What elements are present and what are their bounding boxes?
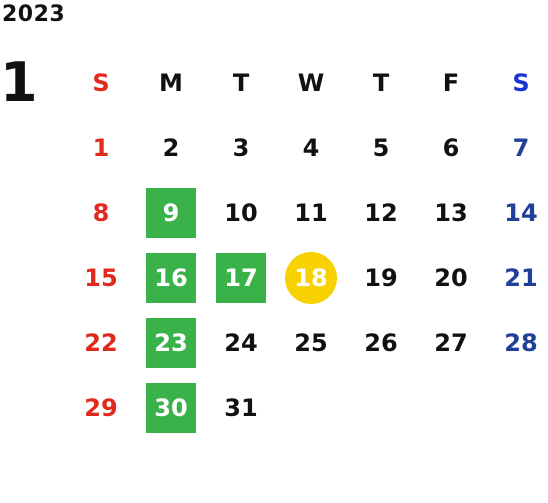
day-cell[interactable]: 28 [486,310,548,375]
day-cell[interactable]: 14 [486,180,548,245]
day-number: 19 [364,263,398,292]
day-number: 12 [364,198,398,227]
day-number: 20 [434,263,468,292]
empty-cell [416,375,486,440]
day-number: 16 [154,263,188,292]
day-cell-highlighted[interactable]: 16 [136,245,206,310]
day-cell[interactable]: 5 [346,115,416,180]
weekday-tuesday: T [232,68,250,97]
day-number: 13 [434,198,468,227]
day-cell-highlighted[interactable]: 9 [136,180,206,245]
weekday-wednesday: W [297,68,325,97]
weekday-sunday: S [92,68,110,97]
day-number: 30 [154,393,188,422]
weekday-friday: F [442,68,460,97]
day-cell[interactable]: 15 [66,245,136,310]
year-label: 2023 [2,2,66,27]
calendar-grid: S M T W T F S 1 2 3 4 5 6 7 8 9 10 11 12… [66,50,548,440]
day-cell[interactable]: 6 [416,115,486,180]
day-number: 31 [224,393,258,422]
day-number: 27 [434,328,468,357]
day-number: 4 [302,133,320,162]
day-number: 28 [504,328,538,357]
weekday-thursday: T [372,68,390,97]
empty-cell [486,375,548,440]
day-number: 8 [92,198,110,227]
day-number: 3 [232,133,250,162]
day-cell[interactable]: 2 [136,115,206,180]
day-cell-highlighted[interactable]: 17 [206,245,276,310]
day-cell-highlighted[interactable]: 30 [136,375,206,440]
day-number: 9 [162,198,180,227]
day-number: 22 [84,328,118,357]
day-number: 24 [224,328,258,357]
day-cell[interactable]: 12 [346,180,416,245]
day-cell[interactable]: 11 [276,180,346,245]
day-cell[interactable]: 26 [346,310,416,375]
day-cell[interactable]: 13 [416,180,486,245]
day-number: 6 [442,133,460,162]
day-number: 23 [154,328,188,357]
day-number: 29 [84,393,118,422]
day-cell[interactable]: 24 [206,310,276,375]
day-cell-highlighted[interactable]: 23 [136,310,206,375]
day-cell[interactable]: 21 [486,245,548,310]
weekday-saturday: S [512,68,530,97]
day-cell[interactable]: 19 [346,245,416,310]
day-number: 11 [294,198,328,227]
day-cell[interactable]: 4 [276,115,346,180]
day-number: 10 [224,198,258,227]
empty-cell [276,375,346,440]
day-cell[interactable]: 27 [416,310,486,375]
empty-cell [346,375,416,440]
day-number: 5 [372,133,390,162]
day-number: 17 [224,263,258,292]
day-cell-today[interactable]: 18 [276,245,346,310]
day-cell[interactable]: 8 [66,180,136,245]
day-cell[interactable]: 31 [206,375,276,440]
day-cell[interactable]: 29 [66,375,136,440]
day-cell[interactable]: 25 [276,310,346,375]
day-cell[interactable]: 20 [416,245,486,310]
month-number: 1 [0,51,38,114]
day-number: 25 [294,328,328,357]
day-number: 14 [504,198,538,227]
day-number: 1 [92,133,110,162]
day-number: 18 [294,263,328,292]
day-cell[interactable]: 1 [66,115,136,180]
day-number: 26 [364,328,398,357]
day-cell[interactable]: 10 [206,180,276,245]
day-number: 2 [162,133,180,162]
day-cell[interactable]: 7 [486,115,548,180]
day-number: 7 [512,133,530,162]
day-number: 15 [84,263,118,292]
day-cell[interactable]: 3 [206,115,276,180]
day-number: 21 [504,263,538,292]
weekday-monday: M [159,68,183,97]
day-cell[interactable]: 22 [66,310,136,375]
